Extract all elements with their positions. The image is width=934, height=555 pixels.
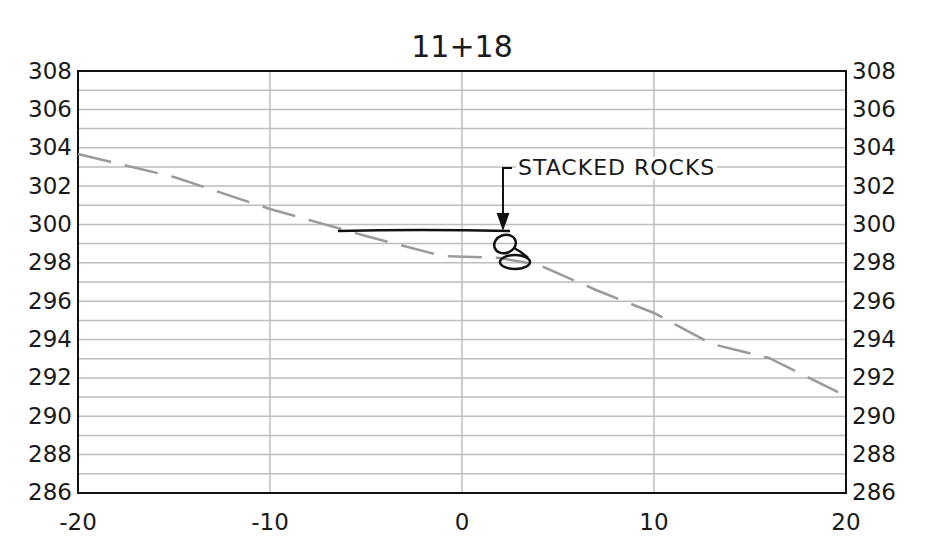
- y-axis-tick: 298: [28, 251, 72, 274]
- y-axis-tick: 292: [28, 366, 72, 389]
- callout-note: STACKED ROCKS: [516, 157, 717, 179]
- y-axis-tick: 290: [28, 405, 72, 428]
- x-axis-tick: -10: [251, 511, 289, 534]
- y-axis-tick: 298: [852, 251, 896, 274]
- ground-profile: [78, 154, 846, 396]
- y-axis-tick: 290: [852, 405, 896, 428]
- y-axis-tick: 288: [28, 443, 72, 466]
- y-axis-tick: 308: [852, 60, 896, 83]
- stacked-rocks-symbol: [492, 232, 530, 269]
- y-axis-tick: 302: [852, 175, 896, 198]
- y-axis-tick: 296: [852, 290, 896, 313]
- plot-frame: [78, 71, 846, 493]
- y-axis-tick: 294: [852, 328, 896, 351]
- proposed-line: [338, 230, 510, 231]
- y-axis-tick: 286: [852, 481, 896, 504]
- y-axis-tick: 300: [852, 213, 896, 236]
- x-axis-tick: 10: [639, 511, 668, 534]
- x-axis-tick: 0: [455, 511, 470, 534]
- y-axis-tick: 304: [852, 136, 896, 159]
- y-axis-tick: 296: [28, 290, 72, 313]
- y-axis-tick: 292: [852, 366, 896, 389]
- y-axis-tick: 302: [28, 175, 72, 198]
- chart-title: 11+18: [411, 32, 512, 62]
- grid-lines: [78, 71, 846, 493]
- y-axis-tick: 306: [28, 98, 72, 121]
- y-axis-tick: 300: [28, 213, 72, 236]
- x-axis-tick: 20: [831, 511, 860, 534]
- y-axis-tick: 294: [28, 328, 72, 351]
- y-axis-tick: 304: [28, 136, 72, 159]
- y-axis-tick: 306: [852, 98, 896, 121]
- y-axis-tick: 288: [852, 443, 896, 466]
- leader-line: [498, 168, 512, 228]
- y-axis-tick: 308: [28, 60, 72, 83]
- y-axis-tick: 286: [28, 481, 72, 504]
- x-axis-tick: -20: [59, 511, 97, 534]
